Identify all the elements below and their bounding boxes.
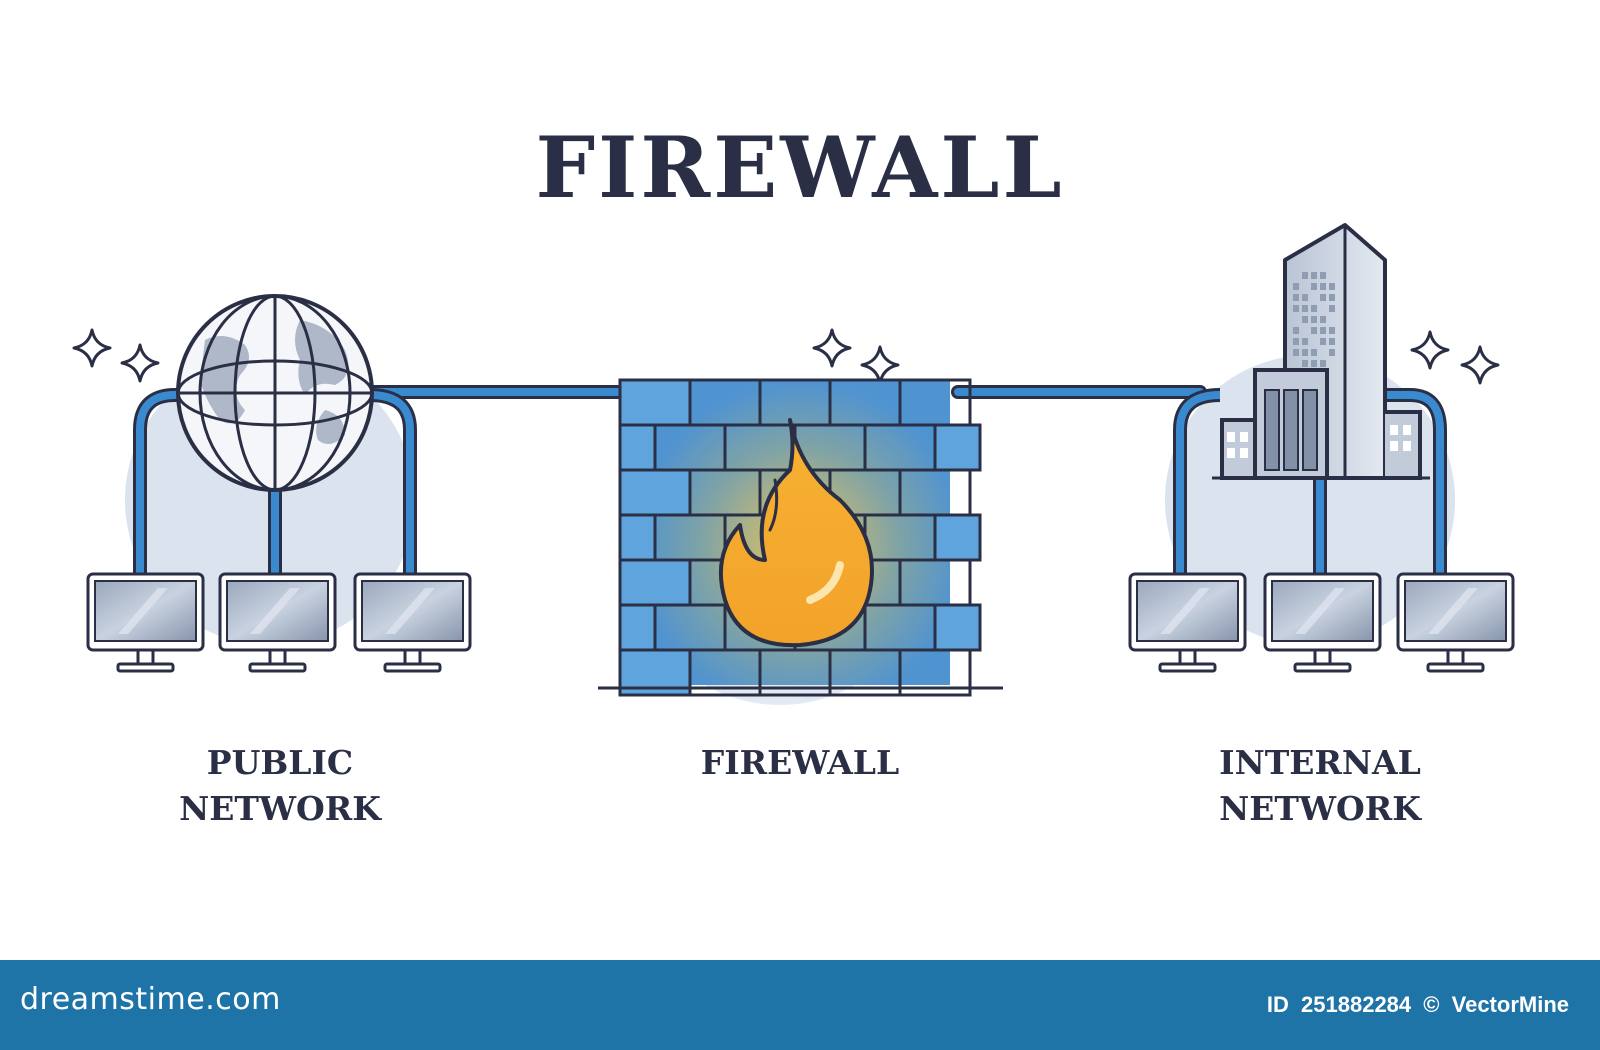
brick [898,558,972,607]
page-title: FIREWALL [535,118,1065,217]
internal-network-computers [1128,572,1515,673]
brick [618,513,657,562]
building-window [1329,283,1335,290]
building-window [1311,360,1317,367]
building-window [1302,349,1308,356]
brick [618,378,692,427]
building-window [1329,338,1335,345]
footer-brand[interactable]: dreamstime.com [20,982,281,1017]
office-building-icon [1212,223,1430,480]
building-window [1320,283,1326,290]
building-window [1320,294,1326,301]
building-window [1320,316,1326,323]
brick [618,558,692,607]
brick [688,468,762,517]
brick [618,468,692,517]
building-window [1320,360,1326,367]
computer-monitor-icon [218,572,337,673]
footer-author[interactable]: VectorMine [1451,992,1569,1017]
building-window [1329,305,1335,312]
brick [898,648,972,697]
building-window [1329,349,1335,356]
globe-icon [176,294,374,492]
computer-monitor-icon [353,572,472,673]
building-window [1320,338,1326,345]
computer-monitor-icon [1263,572,1382,673]
footer-id-number: 251882284 [1301,992,1412,1017]
brick [828,378,902,427]
public-network-computers [86,572,472,673]
building-window [1302,316,1308,323]
building-window [1302,305,1308,312]
brick [933,513,982,562]
label-public-line-1: PUBLIC [206,743,354,782]
building-window [1293,349,1299,356]
label-public-network: PUBLIC NETWORK [130,740,430,832]
label-internal-line-2: NETWORK [1219,789,1421,828]
building-window [1311,305,1317,312]
brick [898,378,972,427]
brick [653,513,727,562]
computer-monitor-icon [1128,572,1247,673]
brick [933,423,982,472]
building-window [1302,272,1308,279]
building-window [1302,360,1308,367]
brick [933,603,982,652]
building-window [1293,338,1299,345]
computer-monitor-icon [1396,572,1515,673]
label-firewall-text: FIREWALL [700,743,900,782]
brick [653,603,727,652]
internal-network-cables [1173,388,1447,580]
brick [863,603,937,652]
copyright-icon: © [1423,992,1440,1017]
brick [863,423,937,472]
flame-icon [718,418,874,648]
building-window [1311,272,1317,279]
building-window [1329,327,1335,334]
footer-bar: dreamstime.com ID 251882284 © VectorMine [0,960,1600,1050]
label-internal-line-1: INTERNAL [1219,743,1421,782]
brick [618,603,657,652]
brick [898,468,972,517]
computer-monitor-icon [86,572,205,673]
label-public-line-2: NETWORK [179,789,381,828]
public-network-cables [133,388,417,580]
brick [618,423,657,472]
building-window [1320,327,1326,334]
brick [653,423,727,472]
building-window [1311,349,1317,356]
brick [758,378,832,427]
building-window [1329,294,1335,301]
building-window [1293,283,1299,290]
label-firewall: FIREWALL [650,740,950,786]
building-window [1293,305,1299,312]
brick [723,423,797,472]
label-internal-network: INTERNAL NETWORK [1170,740,1470,832]
building-window [1302,294,1308,301]
building-window [1293,294,1299,301]
building-window [1302,338,1308,345]
brick [863,513,937,562]
footer-id: ID 251882284 © VectorMine [1264,992,1572,1018]
footer-id-label: ID [1266,992,1289,1017]
building-window [1311,283,1317,290]
building-window [1320,272,1326,279]
building-window [1311,316,1317,323]
building-window [1293,327,1299,334]
brick [688,378,762,427]
building-window [1311,327,1317,334]
